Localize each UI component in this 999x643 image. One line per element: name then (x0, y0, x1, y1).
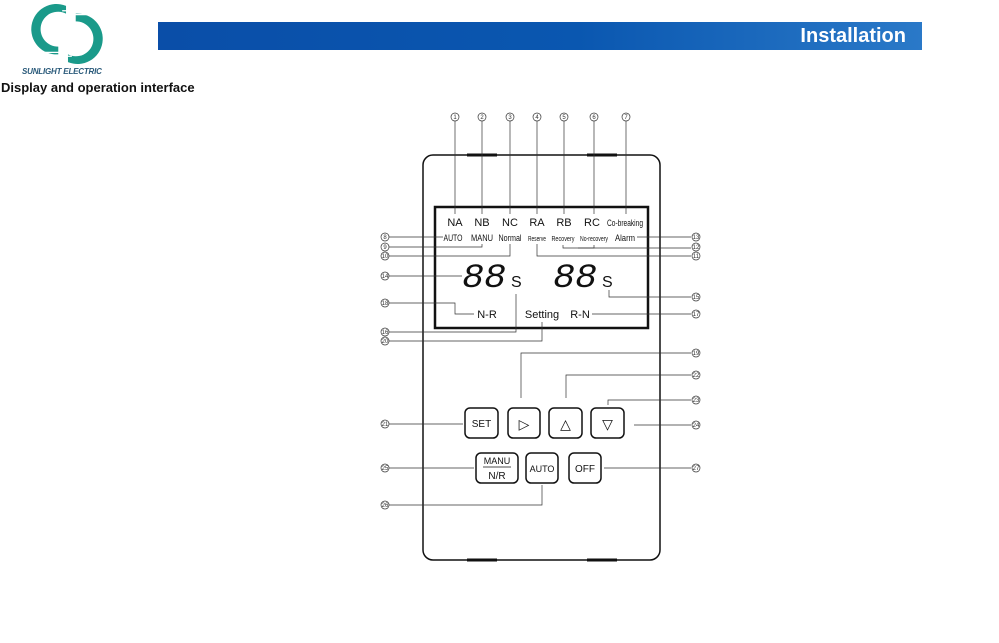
lcd-no-recovery: No-recovery (580, 236, 608, 243)
callout-19: 19 (693, 351, 700, 357)
lcd-digits-right: 88 (553, 260, 597, 298)
callout-2: 2 (480, 115, 484, 121)
callout-17: 17 (693, 312, 700, 318)
callout-18: 18 (382, 301, 389, 307)
callout-15: 15 (693, 295, 700, 301)
callout-27: 27 (693, 466, 700, 472)
up-button[interactable]: △ (548, 407, 583, 439)
page-subtitle: Display and operation interface (1, 80, 195, 95)
lcd-screen (433, 205, 650, 330)
lcd-n-r: N-R (477, 309, 497, 321)
right-arrow-icon: ▷ (519, 416, 530, 432)
lcd-nb: NB (474, 217, 489, 229)
callout-24: 24 (693, 423, 700, 429)
callout-23: 23 (693, 398, 700, 404)
callout-1: 1 (453, 115, 457, 121)
lcd-normal: Normal (499, 233, 522, 243)
lcd-rb: RB (556, 217, 571, 229)
callout-11: 11 (693, 254, 700, 260)
lcd-manu: MANU (471, 233, 493, 243)
callout-26: 26 (382, 503, 389, 509)
lcd-alarm: Alarm (615, 233, 635, 243)
callout-4: 4 (535, 115, 539, 121)
callout-12: 12 (693, 245, 700, 251)
lcd-auto: AUTO (444, 233, 463, 243)
banner-title: Installation (800, 25, 906, 47)
lcd-co-breaking: Co-breaking (607, 218, 643, 228)
callout-3: 3 (508, 115, 512, 121)
lcd-ra: RA (529, 217, 545, 229)
lcd-na: NA (447, 217, 463, 229)
off-label: OFF (575, 464, 595, 475)
lcd-recovery: Recovery (552, 236, 575, 243)
down-button[interactable]: ▽ (590, 407, 625, 439)
lcd-r-n: R-N (570, 309, 590, 321)
set-button[interactable]: SET (464, 407, 499, 439)
auto-label: AUTO (530, 464, 555, 474)
lcd-unit-left: S (511, 274, 522, 291)
set-label: SET (472, 419, 491, 430)
callout-25: 25 (382, 466, 389, 472)
callout-6: 6 (592, 115, 596, 121)
down-arrow-icon: ▽ (602, 416, 613, 432)
header-banner: Installation (158, 22, 922, 50)
callout-9: 9 (383, 245, 387, 251)
callout-21: 21 (382, 422, 389, 428)
off-button[interactable]: OFF (568, 452, 602, 484)
manu-nr-button[interactable]: MANU N/R (475, 452, 519, 484)
callout-5: 5 (562, 115, 566, 121)
callout-7: 7 (624, 115, 628, 121)
callout-8: 8 (383, 235, 387, 241)
callout-10: 10 (382, 254, 389, 260)
lcd-rc: RC (584, 217, 600, 229)
callout-numbers: 1 2 3 4 5 6 7 8 9 10 11 12 13 14 15 16 1… (382, 115, 700, 509)
sunlight-logo (22, 2, 112, 66)
callout-20: 20 (382, 339, 389, 345)
callout-14: 14 (382, 274, 389, 280)
callout-16: 16 (382, 330, 389, 336)
leader-lines (389, 121, 691, 506)
device-body (422, 154, 661, 561)
right-button[interactable]: ▷ (507, 407, 541, 439)
up-arrow-icon: △ (560, 416, 571, 432)
callout-13: 13 (693, 235, 700, 241)
lcd-unit-right: S (602, 274, 613, 291)
brand-name: SUNLIGHT ELECTRIC (22, 67, 102, 76)
auto-button[interactable]: AUTO (525, 452, 559, 484)
lcd-reserve: Reserve (528, 236, 546, 243)
callout-22: 22 (693, 373, 700, 379)
lcd-digits-left: 88 (462, 260, 506, 298)
lcd-nc: NC (502, 217, 518, 229)
nr-label: N/R (488, 471, 505, 482)
lcd-setting: Setting (525, 309, 559, 321)
manu-label: MANU (484, 456, 511, 466)
